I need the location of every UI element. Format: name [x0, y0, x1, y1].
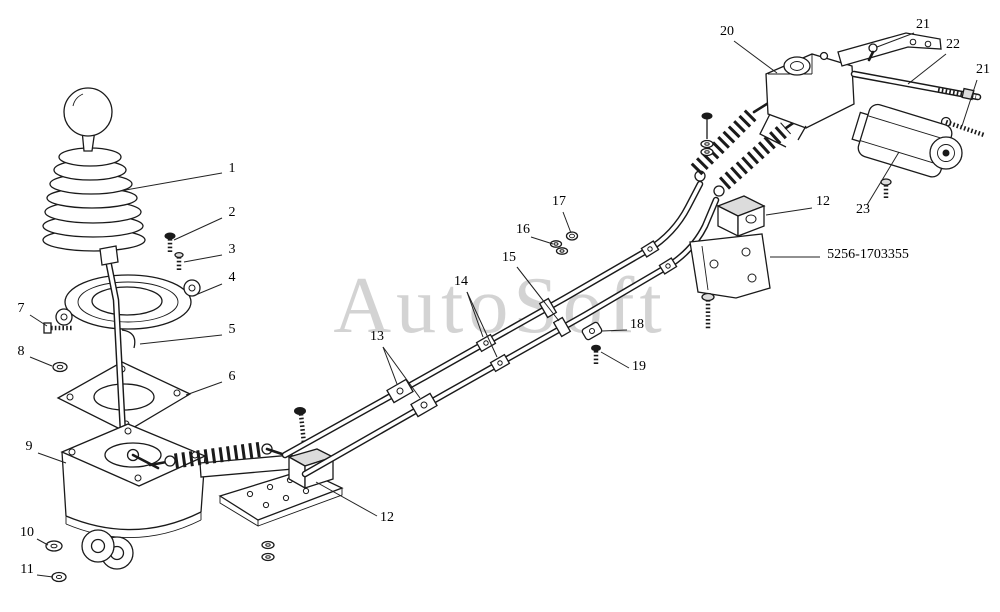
- fasteners-16-17: [549, 231, 579, 255]
- callout-label: 12: [380, 510, 394, 525]
- washers-10-11: [45, 540, 67, 583]
- drilled-plate: [218, 469, 344, 562]
- bolt-washer-stack-right: [700, 112, 714, 157]
- callout-label: 15: [502, 250, 516, 265]
- lever-rod: [104, 256, 128, 456]
- callout-leader-line: [562, 211, 572, 234]
- clevis-joints-13: [386, 378, 438, 418]
- mounting-ring: [55, 274, 201, 330]
- callout-leader-line: [315, 481, 378, 517]
- callout-label: 5256-1703355: [827, 247, 909, 262]
- callout-label: 21: [976, 62, 990, 77]
- callout-label: 13: [370, 329, 384, 344]
- callout-label: 11: [20, 562, 33, 577]
- callout-leader-line: [29, 314, 48, 327]
- actuator-cylinder-23: [851, 103, 963, 198]
- callout-leader-line: [733, 40, 778, 74]
- callout-leader-line: [192, 283, 223, 297]
- callout-leader-line: [530, 236, 554, 245]
- callout-label: 7: [18, 301, 25, 316]
- clamp-18-bolt-19: [581, 321, 603, 364]
- callout-leader-line: [37, 452, 67, 464]
- callout-label: 23: [856, 202, 870, 217]
- fasteners-7-8: [43, 322, 72, 373]
- callout-label: 18: [630, 317, 644, 332]
- callout-label: 17: [552, 194, 566, 209]
- tie-rod-22: [850, 70, 982, 101]
- callout-leader-line: [119, 172, 223, 192]
- callout-label: 4: [229, 270, 236, 285]
- callout-leader-line: [516, 266, 560, 322]
- shift-knob-ball: [63, 87, 113, 137]
- callout-label: 2: [229, 205, 236, 220]
- callout-leader-line: [466, 291, 498, 358]
- callout-leader-line: [466, 291, 484, 338]
- lever-hook: [121, 329, 136, 349]
- callout-leader-line: [600, 351, 630, 369]
- callout-label: 8: [18, 344, 25, 359]
- callout-leader-line: [866, 151, 900, 206]
- callout-leader-line: [765, 207, 813, 216]
- control-housing: [60, 423, 207, 539]
- callout-leader-line: [382, 346, 421, 399]
- lever-arm-top: [837, 32, 942, 67]
- callout-label: 1: [229, 161, 236, 176]
- rail-bolt: [294, 407, 307, 445]
- callout-label: 14: [454, 274, 468, 289]
- control-bracket-20: [759, 51, 855, 148]
- callout-label: 3: [229, 242, 236, 257]
- bracket-stud: [701, 292, 715, 330]
- callout-label: 21: [916, 17, 930, 32]
- bolt-21-top: [867, 43, 878, 62]
- callout-label: 20: [720, 24, 734, 39]
- callout-leader-line: [961, 79, 978, 127]
- linkage-rods: [281, 180, 720, 478]
- boot-collar: [99, 245, 119, 266]
- callout-leader-line: [29, 356, 53, 367]
- callout-label: 19: [632, 359, 646, 374]
- callout-leader-line: [601, 329, 628, 332]
- callout-label: 9: [26, 439, 33, 454]
- callout-label: 12: [816, 194, 830, 209]
- spring-coil-left: [148, 441, 287, 469]
- roller-set: [81, 529, 134, 570]
- callout-label: 5: [229, 322, 236, 337]
- callout-leader-line: [382, 346, 398, 385]
- callout-label: 6: [229, 369, 236, 384]
- callout-leader-line: [36, 538, 49, 546]
- support-bracket-5256: [689, 233, 771, 299]
- bracket-block-right: [716, 195, 766, 238]
- callout-leader-line: [36, 574, 54, 578]
- callout-leader-line: [907, 53, 947, 85]
- callout-label: 16: [516, 222, 530, 237]
- rod-fittings-14: [475, 333, 511, 373]
- elbow-fittings: [640, 240, 678, 275]
- callout-leader-line: [139, 334, 223, 345]
- callout-label: 22: [946, 37, 960, 52]
- fasteners-2-3: [164, 232, 184, 272]
- callout-leader-line: [185, 381, 223, 396]
- bellows-boot: [42, 147, 146, 266]
- callout-leader-line: [876, 32, 915, 48]
- callout-label: 10: [20, 525, 34, 540]
- callout-leader-line: [173, 217, 223, 241]
- callout-leader-line: [183, 254, 223, 263]
